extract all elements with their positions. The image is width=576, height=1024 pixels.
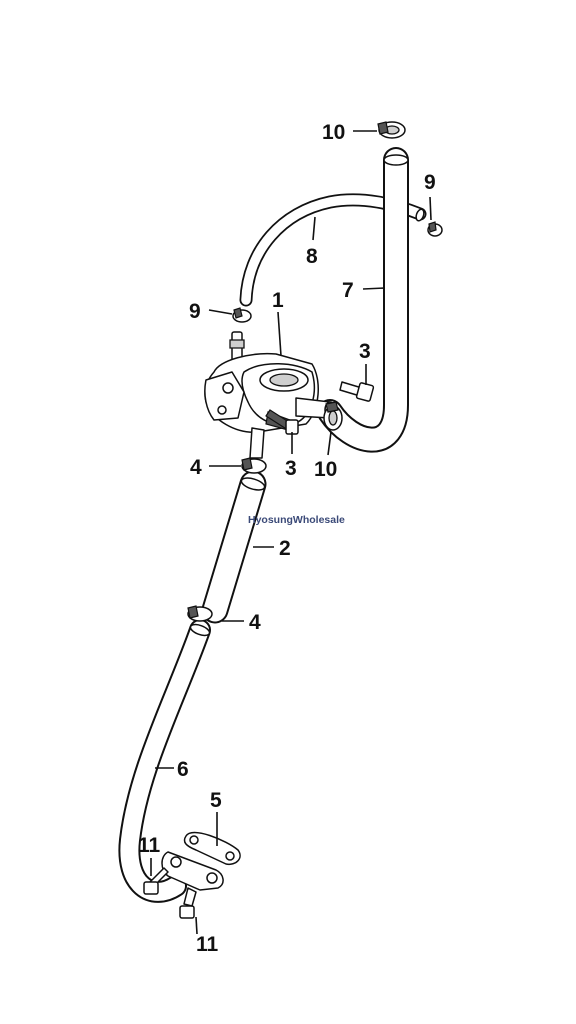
clip-9-left xyxy=(232,307,252,323)
callout-3-upper: 3 xyxy=(359,340,371,363)
callout-8: 8 xyxy=(306,245,318,268)
callout-11-upper: 11 xyxy=(138,834,161,857)
callout-9-right: 9 xyxy=(424,171,436,194)
callout-3-lower: 3 xyxy=(285,457,297,480)
callout-4-upper: 4 xyxy=(190,456,202,479)
callout-6: 6 xyxy=(177,758,189,781)
clip-4-upper xyxy=(241,457,267,474)
callout-2: 2 xyxy=(279,537,291,560)
flange-5 xyxy=(161,831,241,891)
callout-7: 7 xyxy=(342,279,354,302)
watermark-text: HyosungWholesale xyxy=(248,514,345,526)
bolt-11-upper xyxy=(143,867,169,895)
callout-4-lower: 4 xyxy=(249,611,261,634)
clip-4-lower xyxy=(187,605,213,622)
callout-9-left: 9 xyxy=(189,300,201,323)
clip-10-top xyxy=(377,121,406,139)
bolt-11-lower xyxy=(179,887,197,919)
callout-5: 5 xyxy=(210,789,222,812)
callout-10-top: 10 xyxy=(322,121,345,144)
clip-10-lower xyxy=(323,401,343,431)
bolt-3-lower xyxy=(265,409,299,435)
fuel-valve xyxy=(204,331,336,459)
callout-labels: 10 9 8 7 9 1 3 4 3 10 2 4 6 5 11 11 xyxy=(138,121,436,956)
hose-2 xyxy=(201,470,267,624)
callout-1: 1 xyxy=(272,289,284,312)
bolt-3-upper xyxy=(339,381,375,402)
callout-11-lower: 11 xyxy=(196,933,219,956)
clip-9-right xyxy=(427,221,443,237)
callout-10-lower: 10 xyxy=(314,458,337,481)
leader-lines xyxy=(150,130,432,935)
